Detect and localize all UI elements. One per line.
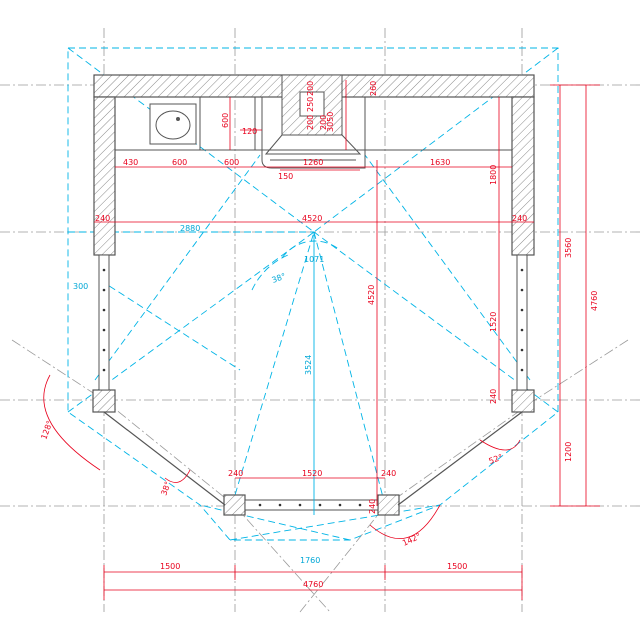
dim-240-bottom-right: 240: [381, 469, 396, 478]
dim-3524: 3524: [304, 355, 313, 375]
dim-right-wall: 240: [512, 214, 527, 223]
dim-600a: 600: [172, 158, 187, 167]
washbasin-icon: [149, 103, 197, 145]
dim-1630: 1630: [430, 158, 450, 167]
wall-right-upper: [511, 96, 535, 256]
angle-52: 52°: [488, 453, 504, 466]
window-right: [516, 254, 528, 391]
dim-chimney-250: 250: [306, 97, 315, 112]
counter: [115, 97, 512, 151]
dim-1800: 1800: [489, 165, 498, 185]
angle-128: 128°: [39, 419, 54, 440]
dim-top-width: 4520: [302, 214, 322, 223]
wall-right-pillar: [511, 389, 535, 413]
dim-basin-600: 600: [221, 113, 230, 128]
dim-chimney-200b: 200: [306, 115, 315, 130]
dim-right-1200: 1200: [564, 442, 573, 462]
dim-1520-vert: 1520: [489, 312, 498, 332]
window-bottom: [244, 499, 379, 511]
dim-1760: 1760: [300, 556, 320, 565]
dim-150: 150: [278, 172, 293, 181]
dim-left-wall: 240: [95, 214, 110, 223]
angle-142: 142°: [401, 532, 422, 548]
dim-1260: 1260: [303, 158, 323, 167]
wall-bottom-left-pillar: [223, 494, 246, 516]
dim-4760-bottom: 4760: [303, 580, 323, 589]
dim-chimney-200c: 200: [319, 115, 328, 130]
dim-1500-left: 1500: [160, 562, 180, 571]
wall-left-upper: [93, 96, 116, 256]
dim-1500-right: 1500: [447, 562, 467, 571]
dim-4520-vert: 4520: [367, 285, 376, 305]
angle-38-top: 38°: [271, 272, 287, 285]
dim-right-4760: 4760: [590, 291, 599, 311]
dim-600b: 600: [224, 158, 239, 167]
dim-240-bottom-left: 240: [228, 469, 243, 478]
dim-right-3560: 3560: [564, 238, 573, 258]
dimension-lines: [43, 80, 600, 600]
dim-left-300: 300: [73, 282, 88, 291]
dimension-labels: 4520 240 240 2880 430 600 600 1260 1630 …: [73, 81, 599, 589]
dim-240-door: 240: [368, 499, 377, 514]
window-left: [98, 254, 110, 391]
dim-1071: 1071: [304, 255, 324, 264]
dim-chimney-3050: 3050: [326, 112, 335, 132]
dim-1520-bottom: 1520: [302, 469, 322, 478]
wall-bottom-right-pillar: [377, 494, 400, 516]
angle-38-bottom: 38°: [159, 480, 172, 496]
dim-inner-2880: 2880: [180, 224, 200, 233]
dim-430: 430: [123, 158, 138, 167]
wall-left-pillar: [92, 389, 116, 413]
dim-240-lower-right: 240: [489, 389, 498, 404]
windows: [98, 254, 528, 511]
chimney-icon: [261, 74, 366, 169]
dim-chimney-260: 260: [369, 81, 378, 96]
dim-chimney-200a: 200: [306, 81, 315, 96]
dim-120: 120: [242, 127, 257, 136]
